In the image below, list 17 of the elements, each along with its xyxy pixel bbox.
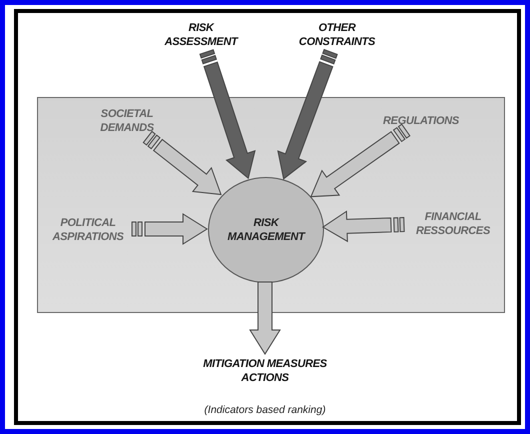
- block-arrow: [199, 49, 256, 180]
- node-label: FINANCIAL RESSOURCES: [414, 210, 492, 238]
- block-arrow: [249, 282, 281, 355]
- node-label: POLITICAL ASPIRATIONS: [51, 216, 125, 244]
- block-arrow: [132, 213, 208, 245]
- node-label: MITIGATION MEASURES ACTIONS: [202, 357, 328, 385]
- node-label: RISK ASSESSMENT: [164, 21, 240, 49]
- node-label: RISK MANAGEMENT: [227, 216, 305, 244]
- block-arrow: [142, 130, 222, 196]
- node-label: OTHER CONSTRAINTS: [298, 21, 376, 49]
- node-label: SOCIETAL DEMANDS: [99, 107, 155, 135]
- note-text: (Indicators based ranking): [203, 404, 327, 416]
- block-arrow: [322, 210, 405, 242]
- context-panel: [37, 97, 505, 313]
- block-arrow: [277, 48, 338, 180]
- block-arrow: [310, 124, 410, 198]
- node-label: REGULATIONS: [383, 114, 459, 128]
